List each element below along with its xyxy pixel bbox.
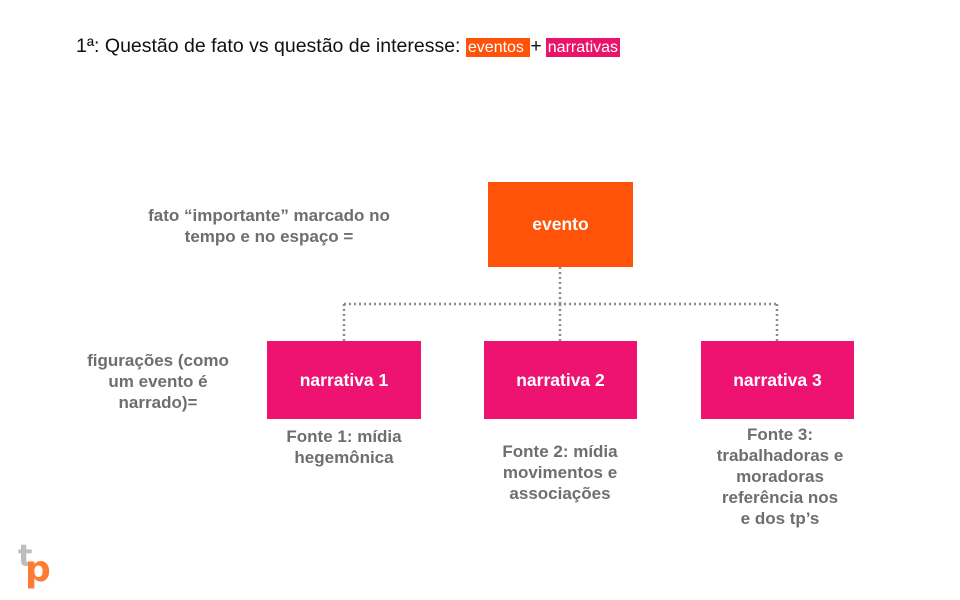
fact-description-line: fato “importante” marcado no	[148, 206, 390, 225]
logo-letter-t: t	[18, 539, 33, 574]
source-3-caption: Fonte 3: trabalhadoras e moradoras refer…	[700, 424, 860, 529]
plus-sign: +	[530, 35, 542, 57]
title-text: 1ª: Questão de fato vs questão de intere…	[76, 35, 466, 57]
figurations-line: narrado)=	[118, 393, 198, 412]
figurations-line: um evento é	[108, 372, 208, 391]
source-line: Fonte 3:	[746, 425, 814, 444]
fact-description: fato “importante” marcado no tempo e no …	[126, 205, 412, 247]
source-2-caption: Fonte 2: mídia movimentos e associações	[480, 441, 640, 504]
source-line: movimentos e	[502, 463, 618, 482]
event-box: evento	[488, 182, 633, 267]
fact-description-line: tempo e no espaço =	[184, 227, 354, 246]
narrative-box-label: narrativa 2	[516, 369, 605, 390]
source-line: trabalhadoras e	[716, 446, 844, 465]
source-line: Fonte 1: mídia	[286, 427, 402, 446]
source-line: hegemônica	[294, 448, 394, 467]
source-1-caption: Fonte 1: mídia hegemônica	[264, 426, 424, 468]
narrative-box-label: narrativa 3	[733, 369, 822, 390]
source-line: moradoras	[736, 467, 824, 486]
source-line: associações	[509, 484, 611, 503]
page-title: 1ª: Questão de fato vs questão de intere…	[76, 35, 621, 58]
source-line: e dos tp’s	[740, 509, 820, 528]
narratives-tag: narrativas	[545, 38, 621, 57]
tp-logo: t p	[16, 539, 56, 590]
source-line: referência nos	[721, 488, 839, 507]
narrative-box-1: narrativa 1	[267, 341, 421, 419]
narrative-box-3: narrativa 3	[701, 341, 854, 419]
source-line: Fonte 2: mídia	[502, 442, 618, 461]
events-tag: eventos	[465, 38, 531, 57]
figurations-description: figurações (como um evento é narrado)=	[68, 350, 248, 413]
narrative-box-label: narrativa 1	[299, 369, 389, 390]
event-box-label: evento	[532, 214, 589, 234]
logo-letter-p: p	[25, 549, 51, 590]
figurations-line: figurações (como	[87, 351, 229, 370]
narrative-box-2: narrativa 2	[484, 341, 637, 419]
